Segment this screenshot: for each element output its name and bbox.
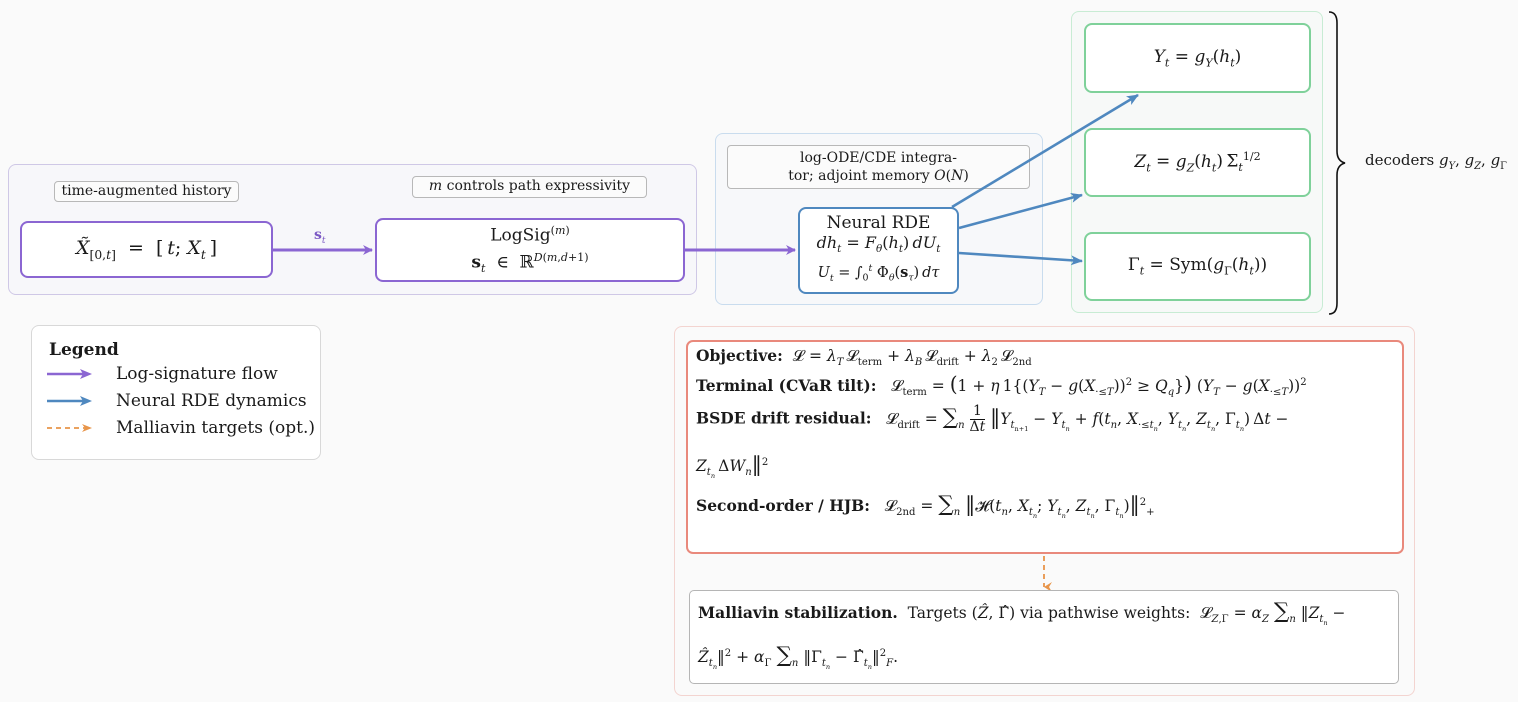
blue-arrow-icon xyxy=(47,396,92,406)
gamma-decoder-node: Γt = Sym(gΓ(ht)) xyxy=(1084,232,1311,301)
rde-tag: log-ODE/CDE integra- tor; adjoint memory… xyxy=(727,145,1030,189)
legend: Legend Log-signature flow Neural RDE dyn… xyxy=(31,325,321,460)
legend-item-rde: Neural RDE dynamics xyxy=(46,391,307,411)
objective-line: Objective: 𝓛 = λT 𝓛term + λB 𝓛drift + λ2… xyxy=(696,346,1032,368)
rde-eq2: Ut = ∫0t Φθ(sτ) dτ xyxy=(817,262,940,284)
malliavin-line-cont: Ẑtn‖2 + αΓ ∑n ‖Γtn − Γ̂tn‖2F. xyxy=(698,643,898,671)
y-formula: Yt = gY(ht) xyxy=(1153,46,1242,70)
objective-label: Objective: xyxy=(696,346,783,365)
edge-rde-to-y xyxy=(951,93,1139,209)
terminal-line: Terminal (CVaR tilt): 𝓛term = (1 + η 1{(… xyxy=(696,372,1307,398)
edge-label-st: st xyxy=(314,227,326,246)
legend-item-malliavin: Malliavin targets (opt.) xyxy=(46,418,315,438)
bsde-line-cont: Ztn ΔWn‖2 xyxy=(696,452,768,480)
legend-title: Legend xyxy=(49,340,119,360)
rde-tag-line2: tor; adjoint memory O(N) xyxy=(788,168,969,184)
edge-rde-to-gamma xyxy=(958,251,1083,266)
malliavin-formula-cont: Ẑtn‖2 + αΓ ∑n ‖Γtn − Γ̂tn‖2F. xyxy=(698,643,899,672)
orange-dashed-arrow-icon xyxy=(47,424,92,432)
rde-tag-line1: log-ODE/CDE integra- xyxy=(800,150,957,166)
neural-rde-node: Neural RDE dht = Fθ(ht) dUt Ut = ∫0t Φθ(… xyxy=(798,207,959,294)
decoders-label: decoders gY, gZ, gΓ xyxy=(1365,151,1507,172)
legend-item-logsig: Log-signature flow xyxy=(46,364,278,384)
history-formula: X̃[0,t] = [ t; Xt ] xyxy=(75,237,218,262)
malliavin-text: Targets (Ẑ, Γ̂) via pathwise weights: xyxy=(907,604,1191,622)
logsig-node: LogSig(m) st ∈ ℝD(m,d+1) xyxy=(375,218,685,282)
legend-label: Log-signature flow xyxy=(116,364,278,384)
objective-box: Objective: 𝓛 = λT 𝓛term + λB 𝓛drift + λ2… xyxy=(686,340,1404,554)
malliavin-line: Malliavin stabilization. Targets (Ẑ, Γ̂)… xyxy=(698,599,1346,627)
history-node: X̃[0,t] = [ t; Xt ] xyxy=(20,221,273,278)
malliavin-box: Malliavin stabilization. Targets (Ẑ, Γ̂)… xyxy=(689,590,1399,684)
rde-title: Neural RDE xyxy=(826,212,931,233)
y-decoder-node: Yt = gY(ht) xyxy=(1084,23,1311,93)
history-tag: time-augmented history xyxy=(54,181,239,202)
rde-eq1: dht = Fθ(ht) dUt xyxy=(816,232,941,255)
z-formula: Zt = gZ(ht) Σt1/2 xyxy=(1134,150,1261,175)
logsig-title: LogSig(m) xyxy=(490,224,570,246)
objective-formula: 𝓛 = λT 𝓛term + λB 𝓛drift + λ2 𝓛2nd xyxy=(792,347,1032,369)
second-order-label: Second-order / HJB: xyxy=(696,496,870,515)
z-decoder-node: Zt = gZ(ht) Σt1/2 xyxy=(1084,128,1311,197)
decoders-brace xyxy=(1328,11,1346,315)
gamma-formula: Γt = Sym(gΓ(ht)) xyxy=(1127,255,1268,278)
malliavin-label: Malliavin stabilization. xyxy=(698,603,898,622)
legend-label: Malliavin targets (opt.) xyxy=(116,418,315,438)
malliavin-formula: 𝓛Z,Γ = αZ ∑n ‖Ztn − xyxy=(1200,599,1346,628)
second-order-formula: 𝓛2nd = ∑n ‖𝓗(tn, Xtn; Ytn, Ztn, Γtn)‖2+ xyxy=(884,492,1155,521)
bsde-label: BSDE drift residual: xyxy=(696,408,872,428)
terminal-formula: 𝓛term = (1 + η 1{(YT − g(X·≤T))2 ≥ Qq}) … xyxy=(891,372,1307,399)
logsig-tag: m controls path expressivity xyxy=(412,176,647,198)
logsig-formula: st ∈ ℝD(m,d+1) xyxy=(471,250,589,275)
purple-arrow-icon xyxy=(47,369,92,379)
edge-rde-to-z xyxy=(958,193,1083,230)
second-order-line: Second-order / HJB: 𝓛2nd = ∑n ‖𝓗(tn, Xtn… xyxy=(696,492,1155,520)
terminal-label: Terminal (CVaR tilt): xyxy=(696,376,877,395)
legend-label: Neural RDE dynamics xyxy=(116,391,307,411)
bsde-formula-cont: Ztn ΔWn‖2 xyxy=(696,452,769,481)
